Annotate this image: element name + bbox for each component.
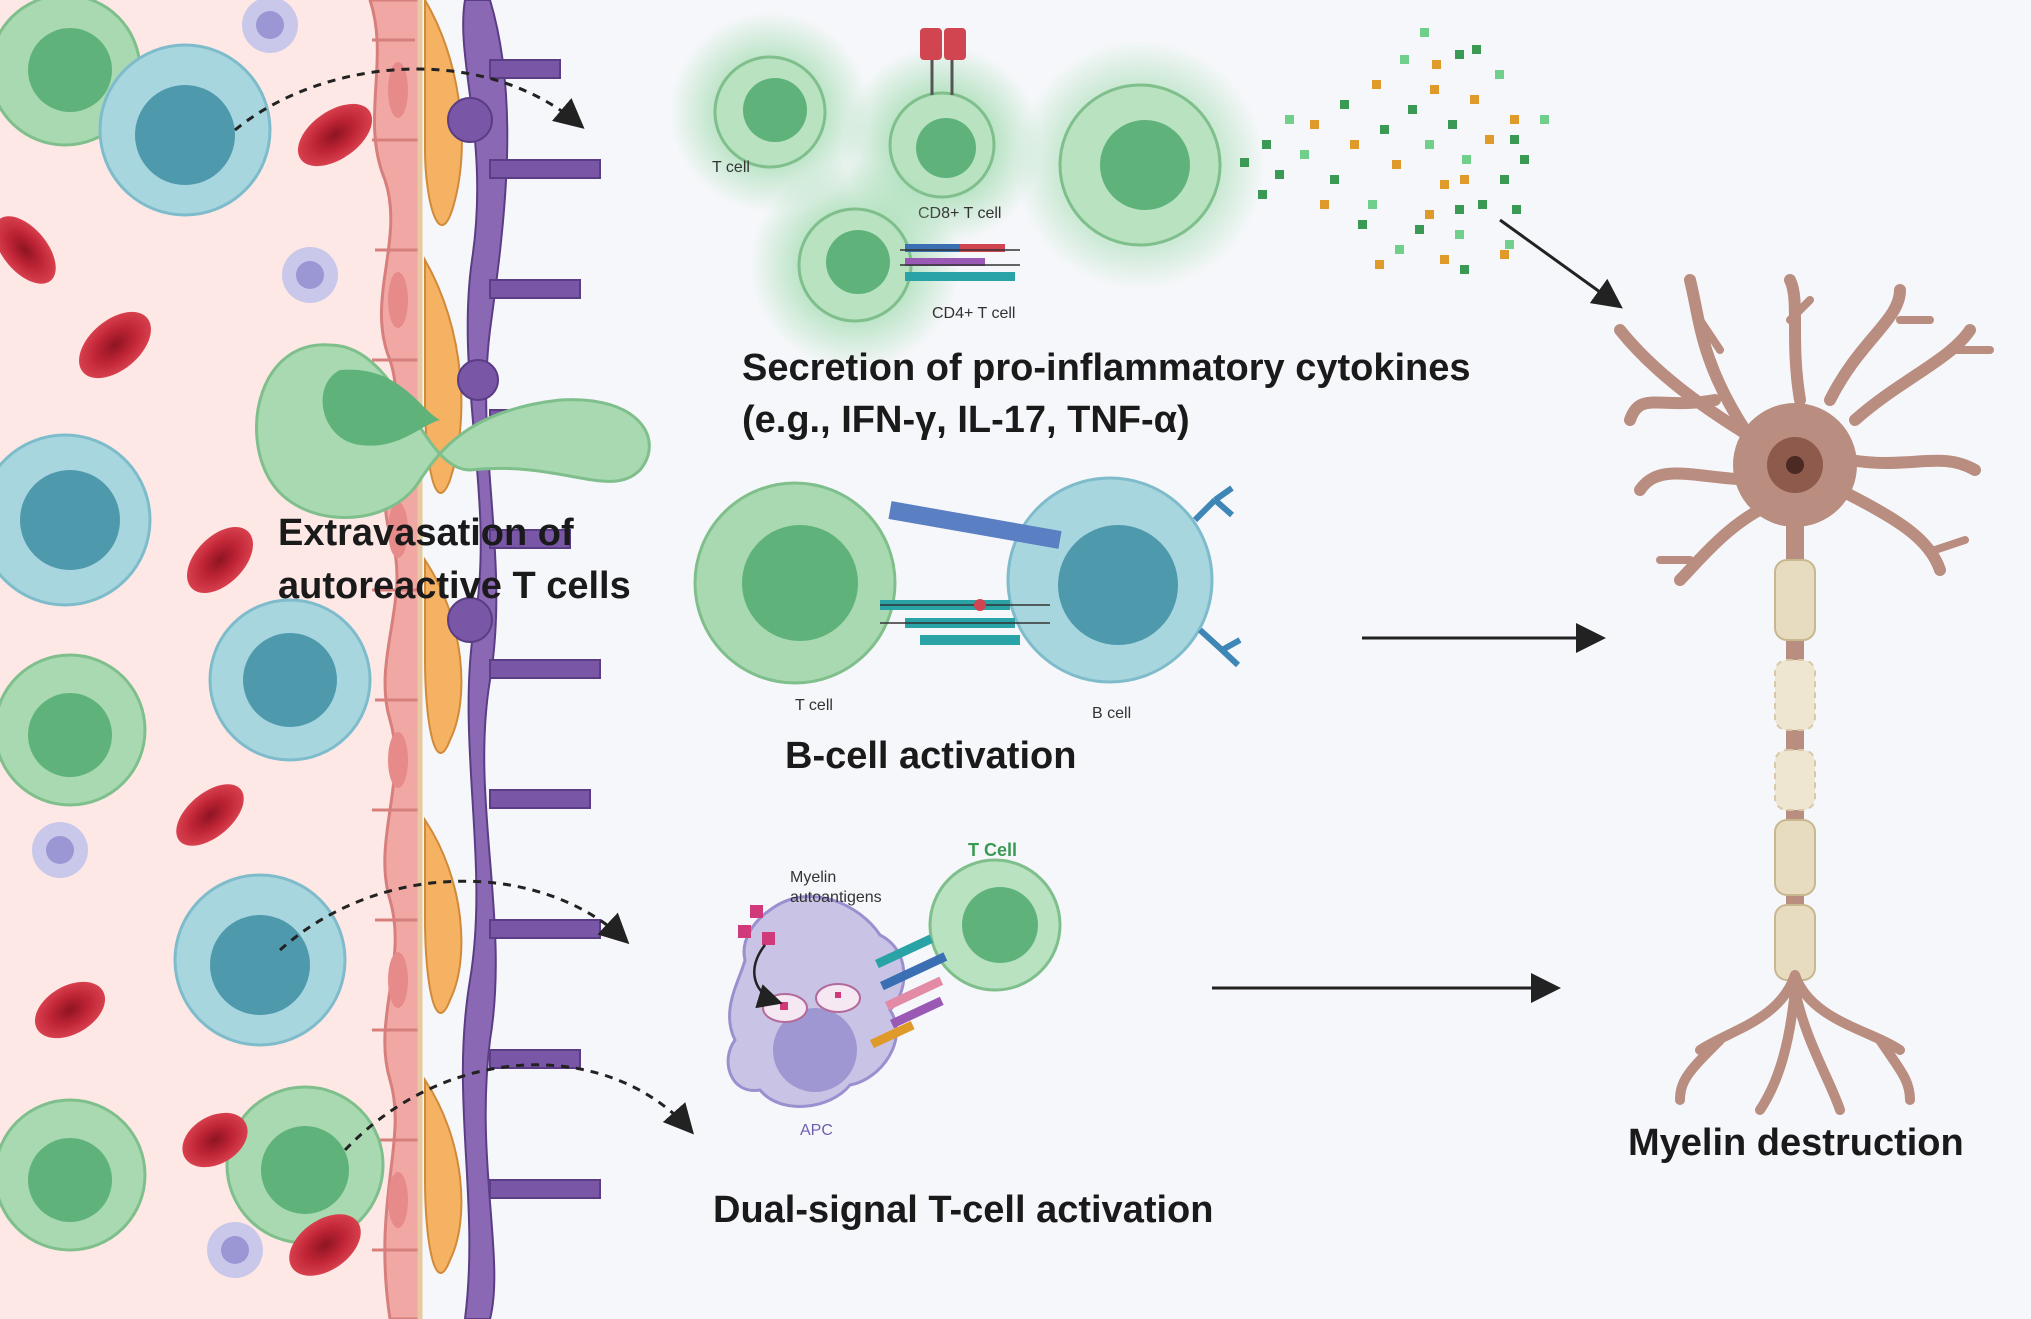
blood-blue-cell-3: [208, 598, 372, 762]
extravasation-label-line1: Extravasation of: [278, 512, 574, 554]
blood-green-cell-4: [225, 1085, 385, 1245]
b-panel-t-cell-label: T cell: [795, 697, 833, 714]
blood-green-cell-3: [0, 1098, 147, 1252]
blood-blue-cell-2: [0, 433, 152, 607]
b-cell-label: B cell: [1092, 705, 1131, 722]
blood-blue-cell-1: [98, 43, 272, 217]
extravasation-arrows: [234, 67, 694, 1152]
blood-green-cell-2: [0, 653, 147, 807]
cd4-t-cell-label: CD4+ T cell: [932, 305, 1015, 322]
myelin-autoantigens-label-line1: Myelin: [790, 869, 836, 886]
t-cell-label-top: T cell: [712, 159, 750, 176]
secretion-heading-line2: (e.g., IFN-γ, IL-17, TNF-α): [742, 399, 1190, 441]
t-cell-glowing: [670, 12, 870, 212]
b-cell: [1006, 476, 1242, 684]
secretion-heading-line1: Secretion of pro-inflammatory cytokines: [742, 347, 1471, 389]
apc-cell: [726, 894, 906, 1108]
dual-t-cell-label: T Cell: [968, 840, 1017, 860]
mhc-tcr-costim: [870, 934, 948, 1049]
myelin-autoantigens-label-line2: autoantigens: [790, 889, 882, 906]
neuron: [1614, 274, 1994, 1115]
extravasating-t-cell: [255, 343, 651, 519]
small-purple-cells: [32, 0, 338, 1278]
apc-label: APC: [800, 1122, 833, 1139]
pericytes: [424, 0, 463, 1274]
cd4-t-cell: [750, 160, 1020, 370]
cytokines: [1240, 28, 1549, 274]
arrows-to-neuron: [1212, 218, 1623, 1003]
endothelium: [368, 0, 422, 1319]
red-blood-cells: [0, 103, 373, 1276]
myelin-autoantigen-particles: [738, 905, 783, 1009]
dual-signal-heading: Dual-signal T-cell activation: [713, 1189, 1213, 1231]
blood-blue-cell-4: [173, 873, 347, 1047]
activated-t-cell: [1015, 40, 1265, 290]
dual-signal-t-cell: [928, 858, 1062, 992]
b-cell-activation-heading: B-cell activation: [785, 735, 1076, 777]
extravasation-label-line2: autoreactive T cells: [278, 565, 631, 607]
b-panel-t-cell: [693, 481, 897, 685]
myelin-destruction-heading: Myelin destruction: [1628, 1122, 1964, 1164]
tcr-bcr-interaction: [880, 501, 1062, 645]
